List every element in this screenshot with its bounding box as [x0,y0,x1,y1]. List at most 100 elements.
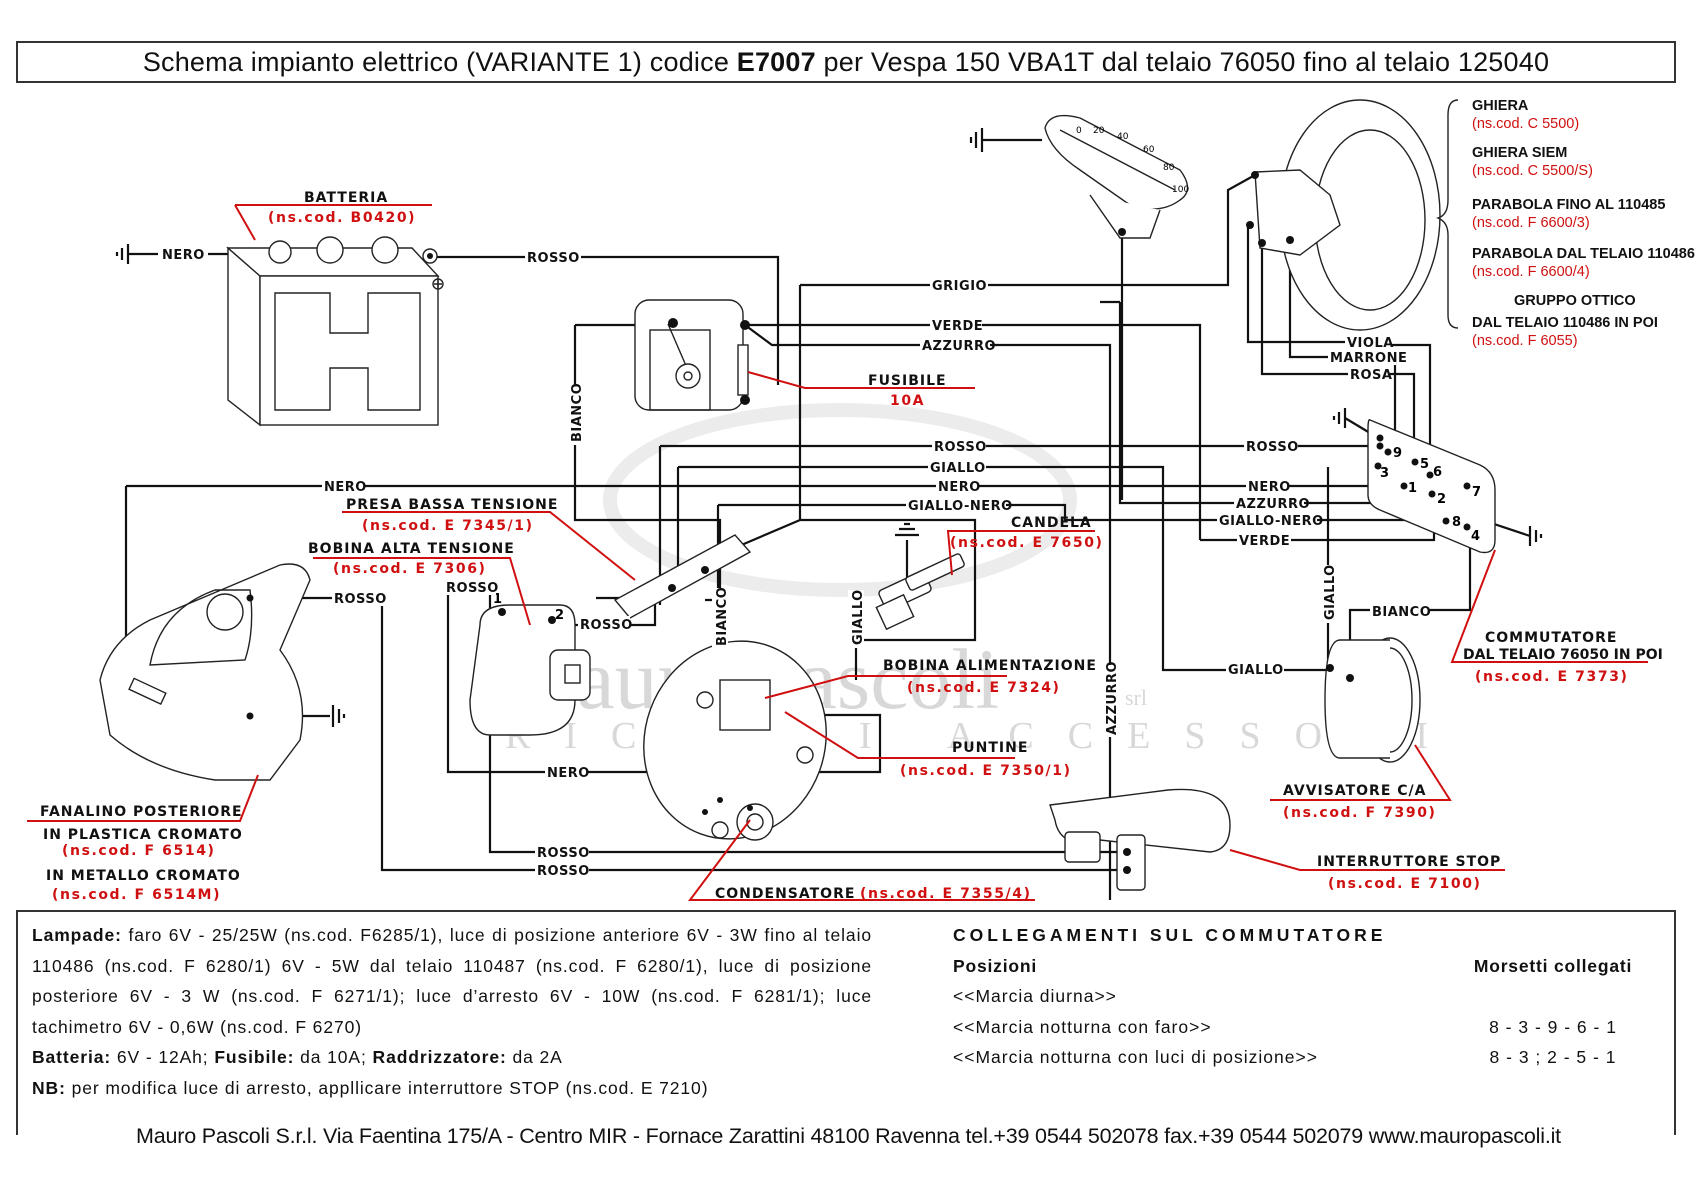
connections-title: COLLEGAMENTI SUL COMMUTATORE [953,925,1387,945]
label-fanalino-v1: IN PLASTICA CROMATO [43,827,243,843]
wire-label-bianco: BIANCO [715,587,730,646]
wire-label-rosso: ROSSO [446,581,499,596]
connections-header: Posizioni Morsetti collegati [953,951,1653,982]
wire-label-verde: VERDE [1239,534,1290,549]
diagram-title: Schema impianto elettrico (VARIANTE 1) c… [16,41,1676,83]
raddrizzatore-text: da 2A [506,1047,563,1067]
part-label: GRUPPO OTTICO [1514,293,1636,309]
wire-label-giallo: GIALLO [1323,564,1338,620]
title-suffix: per Vespa 150 VBA1T dal telaio 76050 fin… [815,46,1550,77]
ground-icon [331,705,346,727]
part-code: (ns.cod. F 6600/3) [1472,215,1590,231]
label-batteria: BATTERIA [304,190,388,206]
terminal-4: 4 [1471,529,1480,544]
callouts: BATTERIA (ns.cod. B0420) FUSIBILE 10A PR… [27,190,1663,903]
lamps-specs: Lampade: faro 6V - 25/25W (ns.cod. F6285… [32,920,872,1103]
wire-label-verde: VERDE [932,319,983,334]
wire-label-giallo-nero: GIALLO-NERO [908,499,1013,514]
callout-line-stop [1229,849,1505,871]
callout-line-commutatore [1450,549,1648,663]
label-puntine: PUNTINE [952,740,1028,756]
ground-icon [895,522,919,537]
code-candela: (ns.cod. E 7650) [950,535,1104,551]
label-avvisatore: AVVISATORE C/A [1283,783,1427,799]
wire-label-azzurro: AZZURRO [922,339,996,354]
callout-line-fanalino [27,774,259,822]
wire-labels: NERO ROSSO GRIGIO VERDE AZZURRO BIANCO R… [158,246,1431,879]
row-position: <<Marcia notturna con faro>> [953,1016,1212,1037]
stator-drawing [643,640,827,841]
wire-label-giallo-nero: GIALLO-NERO [1219,514,1324,529]
wiring-diagram: Mauro Pascoli srl RICAMBI ACCESSORI [27,98,1695,903]
part-code: (ns.cod. F 6055) [1472,333,1578,349]
wire-bobina-nero [446,587,560,774]
terminal-7: 7 [1472,485,1481,500]
wire-label-grigio: GRIGIO [932,279,987,294]
wire-label-bianco: BIANCO [570,383,585,442]
wire-grigio [800,174,1256,287]
lampade-label: Lampade: [32,925,122,945]
wire-verde [745,323,1202,540]
callout-line-condensatore [688,819,1035,901]
row-position: <<Marcia diurna>> [953,986,1117,1006]
speedo-tick: 100 [1172,185,1189,195]
brace-icon [1435,99,1459,329]
batteria-label: Batteria: [32,1047,112,1067]
raddrizzatore-label: Raddrizzatore: [372,1047,507,1067]
code-bobina-at: (ns.cod. E 7306) [333,561,487,577]
wire-label-azzurro: AZZURRO [1105,661,1120,735]
wire-label-nero: NERO [1248,480,1291,495]
company-footer: Mauro Pascoli S.r.l. Via Faentina 175/A … [136,1124,1561,1148]
wire-label-rosso: ROSSO [580,618,633,633]
callout-line-batteria [234,204,432,241]
battery-drawing [226,236,444,427]
coil-terminal-2: 2 [555,608,564,623]
taillight-drawing [99,563,311,781]
batteria-text: 6V - 12Ah; [111,1047,215,1067]
code-condensatore: (ns.cod. E 7355/4) [860,886,1032,902]
wire-candela-loop [800,518,977,642]
regulator-drawing [634,299,750,411]
wire-label-marrone: MARRONE [1330,351,1407,366]
callout-line-fusibile [747,371,975,389]
wire-stop [605,850,1127,872]
wire-label-viola: VIOLA [1347,336,1394,351]
part-code: (ns.cod. C 5500) [1472,116,1579,132]
part-code: (ns.cod. C 5500/S) [1472,163,1593,179]
row-terminals: 8 - 3 ; 2 - 5 - 1 [1489,1047,1617,1067]
callout-line-puntine [784,711,1015,759]
nb-label: NB: [32,1077,66,1098]
socket-drawing [613,534,752,619]
part-label: DAL TELAIO 110486 IN POI [1472,315,1658,331]
terminal-2: 2 [1437,492,1446,507]
callout-line-presa [342,511,636,581]
wire-label-rosa: ROSA [1350,368,1393,383]
terminal-1: 1 [1408,481,1417,496]
wire-fanalino-rosso [256,596,605,872]
switch-connections: COLLEGAMENTI SUL COMMUTATORE Posizioni M… [953,920,1653,1073]
part-label: GHIERA [1472,98,1529,114]
speedo-tick: 40 [1117,132,1129,142]
label-bobina-al: BOBINA ALIMENTAZIONE [883,658,1097,674]
wire-label-giallo: GIALLO [851,589,866,645]
label-fanalino-v2: IN METALLO CROMATO [46,868,241,884]
wire-label-rosso: ROSSO [1246,440,1299,455]
lampade-text: faro 6V - 25/25W (ns.cod. F6285/1), luce… [32,925,872,1037]
code-batteria: (ns.cod. B0420) [268,210,416,226]
ignition-coil-drawing: 1 2 [469,592,591,736]
code-presa: (ns.cod. E 7345/1) [362,518,534,534]
wire-label-azzurro: AZZURRO [1236,497,1310,512]
fusibile-label: Fusibile: [214,1047,295,1067]
code-bobina-al: (ns.cod. E 7324) [907,680,1061,696]
part-label: PARABOLA FINO AL 110485 [1472,197,1665,213]
ground-symbols [115,128,1543,727]
wire-label-rosso: ROSSO [934,440,987,455]
code-commutatore: (ns.cod. E 7373) [1475,669,1629,685]
switch-drawing: 9 5 6 3 1 2 7 8 4 [1367,419,1496,554]
wire-label-nero: NERO [324,480,367,495]
callout-line-avvisatore [1270,744,1452,801]
col-morsetti: Morsetti collegati [1473,955,1633,976]
wire-label-giallo: GIALLO [1228,663,1284,678]
horn-drawing [1324,637,1421,763]
label-stop: INTERRUTTORE STOP [1317,854,1501,870]
